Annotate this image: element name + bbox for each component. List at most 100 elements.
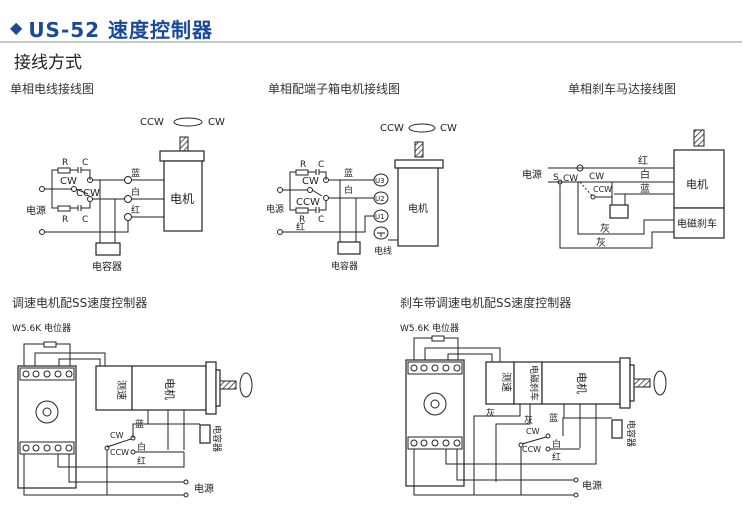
white-wire-label: 白 <box>552 438 561 450</box>
controller-terminals-top <box>19 367 75 381</box>
wire-label: 电线 <box>374 245 392 257</box>
u2-label: U2 <box>375 195 385 203</box>
header-divider <box>0 41 742 43</box>
tach-label: 测速 <box>115 380 128 400</box>
terminal-u3 <box>373 173 389 187</box>
tach-label: 测速 <box>500 372 513 392</box>
capacitor <box>95 242 121 256</box>
page-title: US-52 速度控制器 <box>28 17 214 42</box>
potentiometer <box>43 341 57 348</box>
blue-wire-label: 蓝 <box>344 167 353 179</box>
diagram-5-brake-ss-controller: W5.6K 电位器 测速 电磁刹车 电机 灰 灰 蓝 <box>400 322 667 498</box>
gray-wire-label-1: 灰 <box>486 407 495 419</box>
page-header: ◆ US-52 速度控制器 <box>10 14 213 42</box>
blue-wire-label: 蓝 <box>640 183 650 195</box>
diagram-1-single-phase: CCW CW 电机 R C CW 蓝 CCW 白 电源 <box>26 117 225 273</box>
gray-wire-label-2: 灰 <box>596 236 606 249</box>
potentiometer <box>431 335 445 342</box>
rotation-arrow-icon <box>653 370 667 396</box>
motor-label: 电机 <box>575 372 589 394</box>
motor-body <box>163 160 203 232</box>
blue-wire-label: 蓝 <box>131 167 140 179</box>
power-label: 电源 <box>266 203 284 215</box>
u3-label: U3 <box>375 177 385 185</box>
red-wire-label: 红 <box>137 455 146 467</box>
ccw-label: CCW <box>380 123 404 134</box>
white-wire-label: 白 <box>640 168 650 181</box>
diamond-icon: ◆ <box>10 18 23 37</box>
motor-label: 电机 <box>163 378 177 400</box>
power-label: 电源 <box>194 482 214 495</box>
power-label: 电源 <box>582 479 602 492</box>
diagram-4-ss-controller: W5.6K 电位器 测速 电机 蓝 电容器 CW <box>12 322 253 498</box>
ccw-label: CCW <box>593 185 612 194</box>
r-label: R <box>62 158 68 168</box>
diagram-2-terminal-box: CCW CW 电机 R C CW 蓝 U3 CCW 白 U2 电源 <box>266 123 457 272</box>
motor-block <box>131 365 207 411</box>
capacitor-label: 电容器 <box>331 260 358 272</box>
motor-block <box>541 361 621 405</box>
section-title: 接线方式 <box>14 53 82 73</box>
motor-body <box>397 167 439 247</box>
controller-dial-icon <box>35 400 59 424</box>
resistor <box>57 167 71 174</box>
cw-switch-label: CW <box>60 176 77 187</box>
controller-terminals-bottom <box>407 436 463 450</box>
rotation-arrow-icon <box>173 117 203 127</box>
cw-label-2: CW <box>589 172 604 182</box>
cw-label-1: CW <box>563 174 578 184</box>
capacitor <box>337 241 361 255</box>
diagram-title-1: 单相电线接线图 <box>10 82 95 96</box>
red-wire-label: 红 <box>131 204 140 216</box>
white-wire-label: 白 <box>344 184 353 196</box>
controller-terminals-bottom <box>19 441 75 455</box>
motor-label: 电机 <box>686 177 708 191</box>
diagram-title-3: 单相刹车马达接线图 <box>568 82 677 96</box>
c-label-2: C <box>318 215 324 225</box>
ccw-label: CCW <box>522 445 541 454</box>
tach-block <box>95 365 133 411</box>
ground-terminal-icon <box>373 226 389 240</box>
blue-wire-label: 蓝 <box>549 412 558 424</box>
white-wire-label: 白 <box>137 441 146 453</box>
diagram-title-2: 单相配端子箱电机接线图 <box>268 82 401 96</box>
ccw-label: CCW <box>110 448 129 457</box>
r-label-2: R <box>62 215 68 225</box>
speed-controller <box>17 365 77 489</box>
diagram-title-4: 调速电机配SS速度控制器 <box>12 296 148 310</box>
speed-controller <box>405 359 465 487</box>
brake-body <box>673 207 725 239</box>
capacitor <box>199 424 211 444</box>
white-wire-label: 白 <box>131 186 140 198</box>
cw-label: CW <box>440 123 457 134</box>
power-label: 电源 <box>26 204 46 217</box>
power-label: 电源 <box>522 168 542 181</box>
motor-shaft <box>179 136 189 152</box>
brake-block <box>513 361 543 405</box>
cw-switch-label: CW <box>302 176 319 187</box>
capacitor-label: 电容器 <box>92 260 122 273</box>
r-label: R <box>300 160 306 170</box>
motor-label: 电机 <box>408 202 428 215</box>
rotation-arrow-icon <box>408 123 436 133</box>
ccw-label: CCW <box>140 117 164 128</box>
ccw-switch-label: CCW <box>76 188 100 199</box>
gray-wire-label-1: 灰 <box>600 222 610 235</box>
capacitor-label: 电容器 <box>625 420 637 447</box>
rotation-arrow-icon <box>239 372 253 398</box>
capacitor <box>611 419 623 439</box>
capacitor <box>609 204 629 219</box>
controller-terminals-top <box>407 361 463 375</box>
cw-label: CW <box>526 427 540 436</box>
terminal-u2 <box>373 191 389 205</box>
cw-label: CW <box>110 431 124 440</box>
motor-body <box>673 149 725 209</box>
gray-wire-label-2: 灰 <box>524 414 533 426</box>
u1-label: U1 <box>375 213 385 221</box>
controller-dial-icon <box>423 392 447 416</box>
red-wire-label: 红 <box>638 154 648 167</box>
capacitor-label: 电容器 <box>211 425 223 452</box>
switch-s-label: S <box>553 173 559 183</box>
c-label: C <box>82 158 88 168</box>
